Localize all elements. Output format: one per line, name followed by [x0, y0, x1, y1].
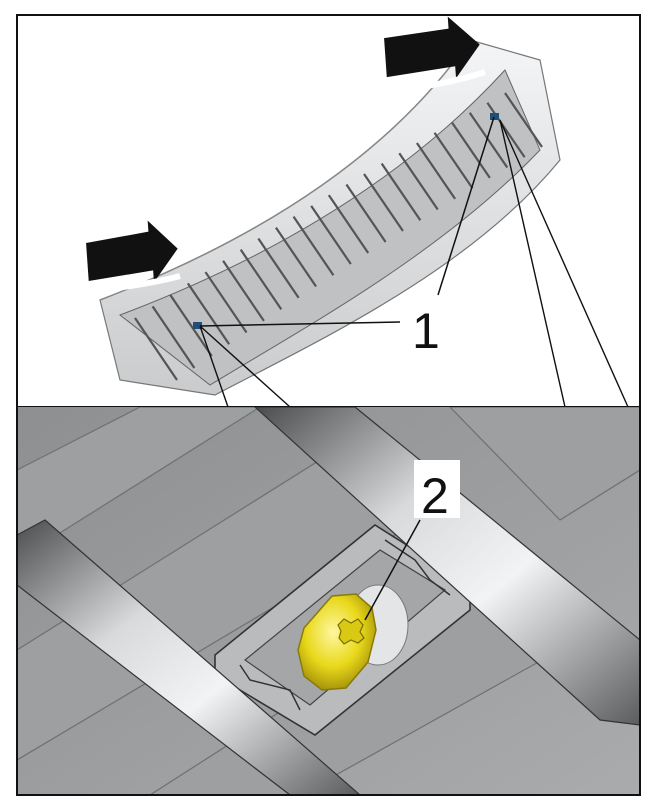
callout-2-background	[414, 460, 460, 518]
push-arrow-icon	[84, 220, 181, 295]
grille-slat	[275, 226, 317, 288]
callout-2: 2	[421, 468, 449, 524]
grille-slat	[222, 260, 265, 322]
grille-slat	[415, 142, 457, 200]
grille-slat	[151, 305, 196, 369]
grille-slat	[134, 317, 178, 381]
clip-marker-icon	[490, 113, 499, 120]
callout-1: 1	[412, 303, 440, 359]
grille-slat	[468, 112, 509, 169]
rail-left	[17, 519, 361, 795]
leader-line-2	[364, 519, 421, 621]
push-arrow-icon	[382, 16, 486, 95]
grille-slat	[345, 183, 387, 243]
grille-slat	[186, 282, 231, 345]
grille-slat	[363, 173, 404, 232]
grille-slat	[204, 271, 248, 334]
grille-slat	[398, 152, 439, 211]
rail-right	[254, 407, 640, 726]
grille-slat	[486, 102, 526, 158]
zoom-lines	[199, 119, 629, 408]
grille-slat	[239, 249, 283, 310]
grille-slat	[327, 194, 370, 254]
detail-view	[17, 407, 640, 795]
grille-slat	[451, 122, 491, 179]
grille-slat	[310, 205, 352, 265]
grille-slat	[257, 237, 300, 299]
grille-slat	[380, 162, 422, 221]
grille-slat	[292, 216, 335, 276]
grille-slat	[433, 132, 474, 189]
grille-slat	[504, 92, 543, 148]
grille-slat	[169, 294, 213, 357]
torx-screw-icon	[297, 584, 409, 691]
leader-lines-1	[199, 116, 495, 327]
clip-marker-icon	[193, 322, 202, 329]
